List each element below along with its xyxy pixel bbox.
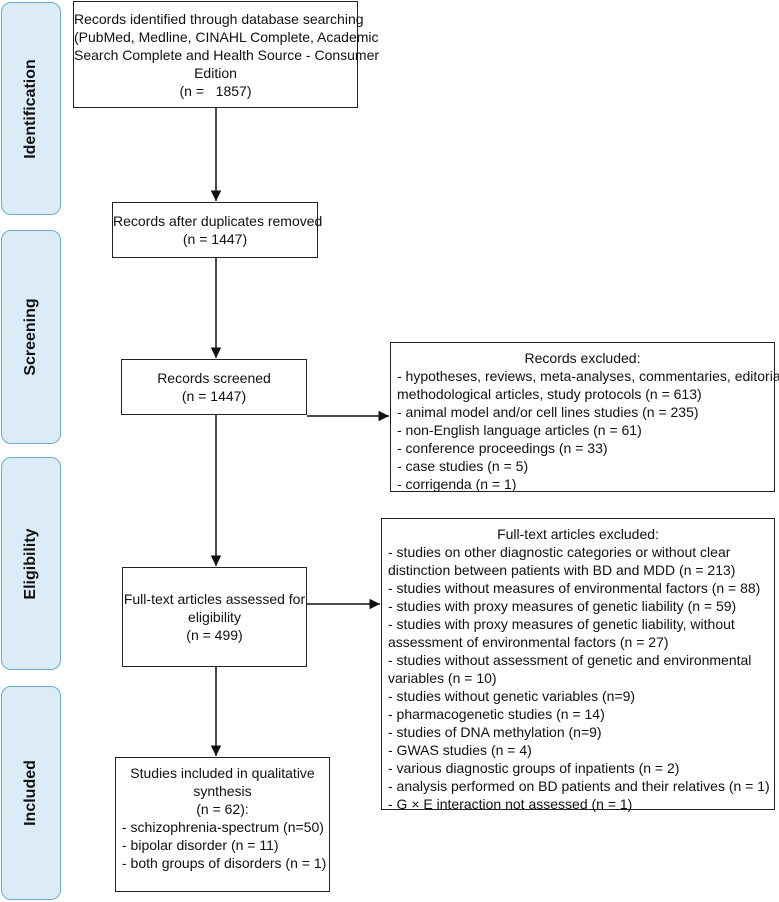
fulltext-excluded-item: - studies without assessment of genetic … xyxy=(388,652,752,668)
fulltext-excluded-item: - studies on other diagnostic categories… xyxy=(388,544,731,560)
box-records-excluded: Records excluded: - hypotheses, reviews,… xyxy=(390,342,779,493)
fulltext-excluded-item: - studies without genetic variables (n=9… xyxy=(388,688,636,704)
identified-line: Search Complete and Health Source - Cons… xyxy=(74,46,380,63)
fulltext-excluded-list: - studies on other diagnostic categories… xyxy=(382,543,774,813)
box-records-screened: Records screened (n = 1447) xyxy=(121,359,307,415)
fulltext-excluded-item: - pharmacogenetic studies (n = 14) xyxy=(388,706,605,722)
identified-line: (n = 1857) xyxy=(179,82,252,99)
screened-line: (n = 1447) xyxy=(181,388,247,404)
records-excluded-item: - corrigenda (n = 1) xyxy=(397,476,517,492)
fulltext-excluded-item: - studies with proxy measures of genetic… xyxy=(388,598,737,614)
box-fulltext-assessed: Full-text articles assessed for eligibil… xyxy=(122,567,307,667)
fulltext-excluded-item: - various diagnostic groups of inpatient… xyxy=(388,760,680,776)
included-list: - schizophrenia-spectrum (n=50) - bipola… xyxy=(116,818,329,872)
records-excluded-title: Records excluded: xyxy=(524,350,641,366)
screened-line: Records screened xyxy=(157,370,271,386)
phase-eligibility: Eligibility xyxy=(1,457,61,670)
included-title-line: Studies included in qualitative xyxy=(130,765,315,781)
records-excluded-list: - hypotheses, reviews, meta-analyses, co… xyxy=(391,367,779,493)
fulltext-excluded-item: variables (n = 10) xyxy=(388,670,497,686)
included-item: - bipolar disorder (n = 11) xyxy=(122,837,279,853)
duplicates-line: (n = 1447) xyxy=(182,231,248,247)
records-excluded-item: - hypotheses, reviews, meta-analyses, co… xyxy=(397,368,779,384)
records-excluded-item: methodological articles, study protocols… xyxy=(397,386,702,402)
records-excluded-item: - non-English language articles (n = 61) xyxy=(397,422,642,438)
phase-screening: Screening xyxy=(1,230,61,444)
fulltext-excluded-item: distinction between patients with BD and… xyxy=(388,562,736,578)
fulltext-excluded-item: - G × E interaction not assessed (n = 1) xyxy=(388,796,633,812)
fulltext-excluded-item: - GWAS studies (n = 4) xyxy=(388,742,532,758)
records-excluded-item: - conference proceedings (n = 33) xyxy=(397,440,608,456)
identified-line: Records identified through database sear… xyxy=(74,10,364,27)
identified-line: Edition xyxy=(194,64,237,81)
phase-included: Included xyxy=(1,686,61,900)
box-fulltext-excluded: Full-text articles excluded: - studies o… xyxy=(381,518,775,813)
fulltext-excluded-item: - studies of DNA methylation (n=9) xyxy=(388,724,602,740)
fulltext-assessed-line: (n = 499) xyxy=(186,627,243,643)
fulltext-excluded-item: - studies with proxy measures of genetic… xyxy=(388,616,735,632)
fulltext-assessed-line: eligibility xyxy=(188,609,241,625)
fulltext-excluded-item: - studies without measures of environmen… xyxy=(388,580,761,596)
box-duplicates-removed: Records after duplicates removed (n = 14… xyxy=(112,202,323,258)
fulltext-assessed-line: Full-text articles assessed for xyxy=(123,591,306,607)
box-records-identified: Records identified through database sear… xyxy=(73,1,380,108)
included-item: - schizophrenia-spectrum (n=50) xyxy=(122,819,324,835)
fulltext-excluded-item: - analysis performed on BD patients and … xyxy=(388,778,770,794)
phase-identification: Identification xyxy=(1,2,61,215)
included-title-line: synthesis xyxy=(193,783,252,799)
included-item: - both groups of disorders (n = 1) xyxy=(122,855,327,871)
fulltext-excluded-title: Full-text articles excluded: xyxy=(497,526,659,542)
records-excluded-item: - animal model and/or cell lines studies… xyxy=(397,404,699,420)
fulltext-excluded-item: assessment of environmental factors (n =… xyxy=(388,634,669,650)
included-title-line: (n = 62): xyxy=(196,801,249,817)
identified-line: (PubMed, Medline, CINAHL Complete, Acade… xyxy=(74,28,379,45)
records-excluded-item: - case studies (n = 5) xyxy=(397,458,529,474)
box-studies-included: Studies included in qualitative synthesi… xyxy=(115,757,330,892)
duplicates-line: Records after duplicates removed xyxy=(113,213,323,229)
